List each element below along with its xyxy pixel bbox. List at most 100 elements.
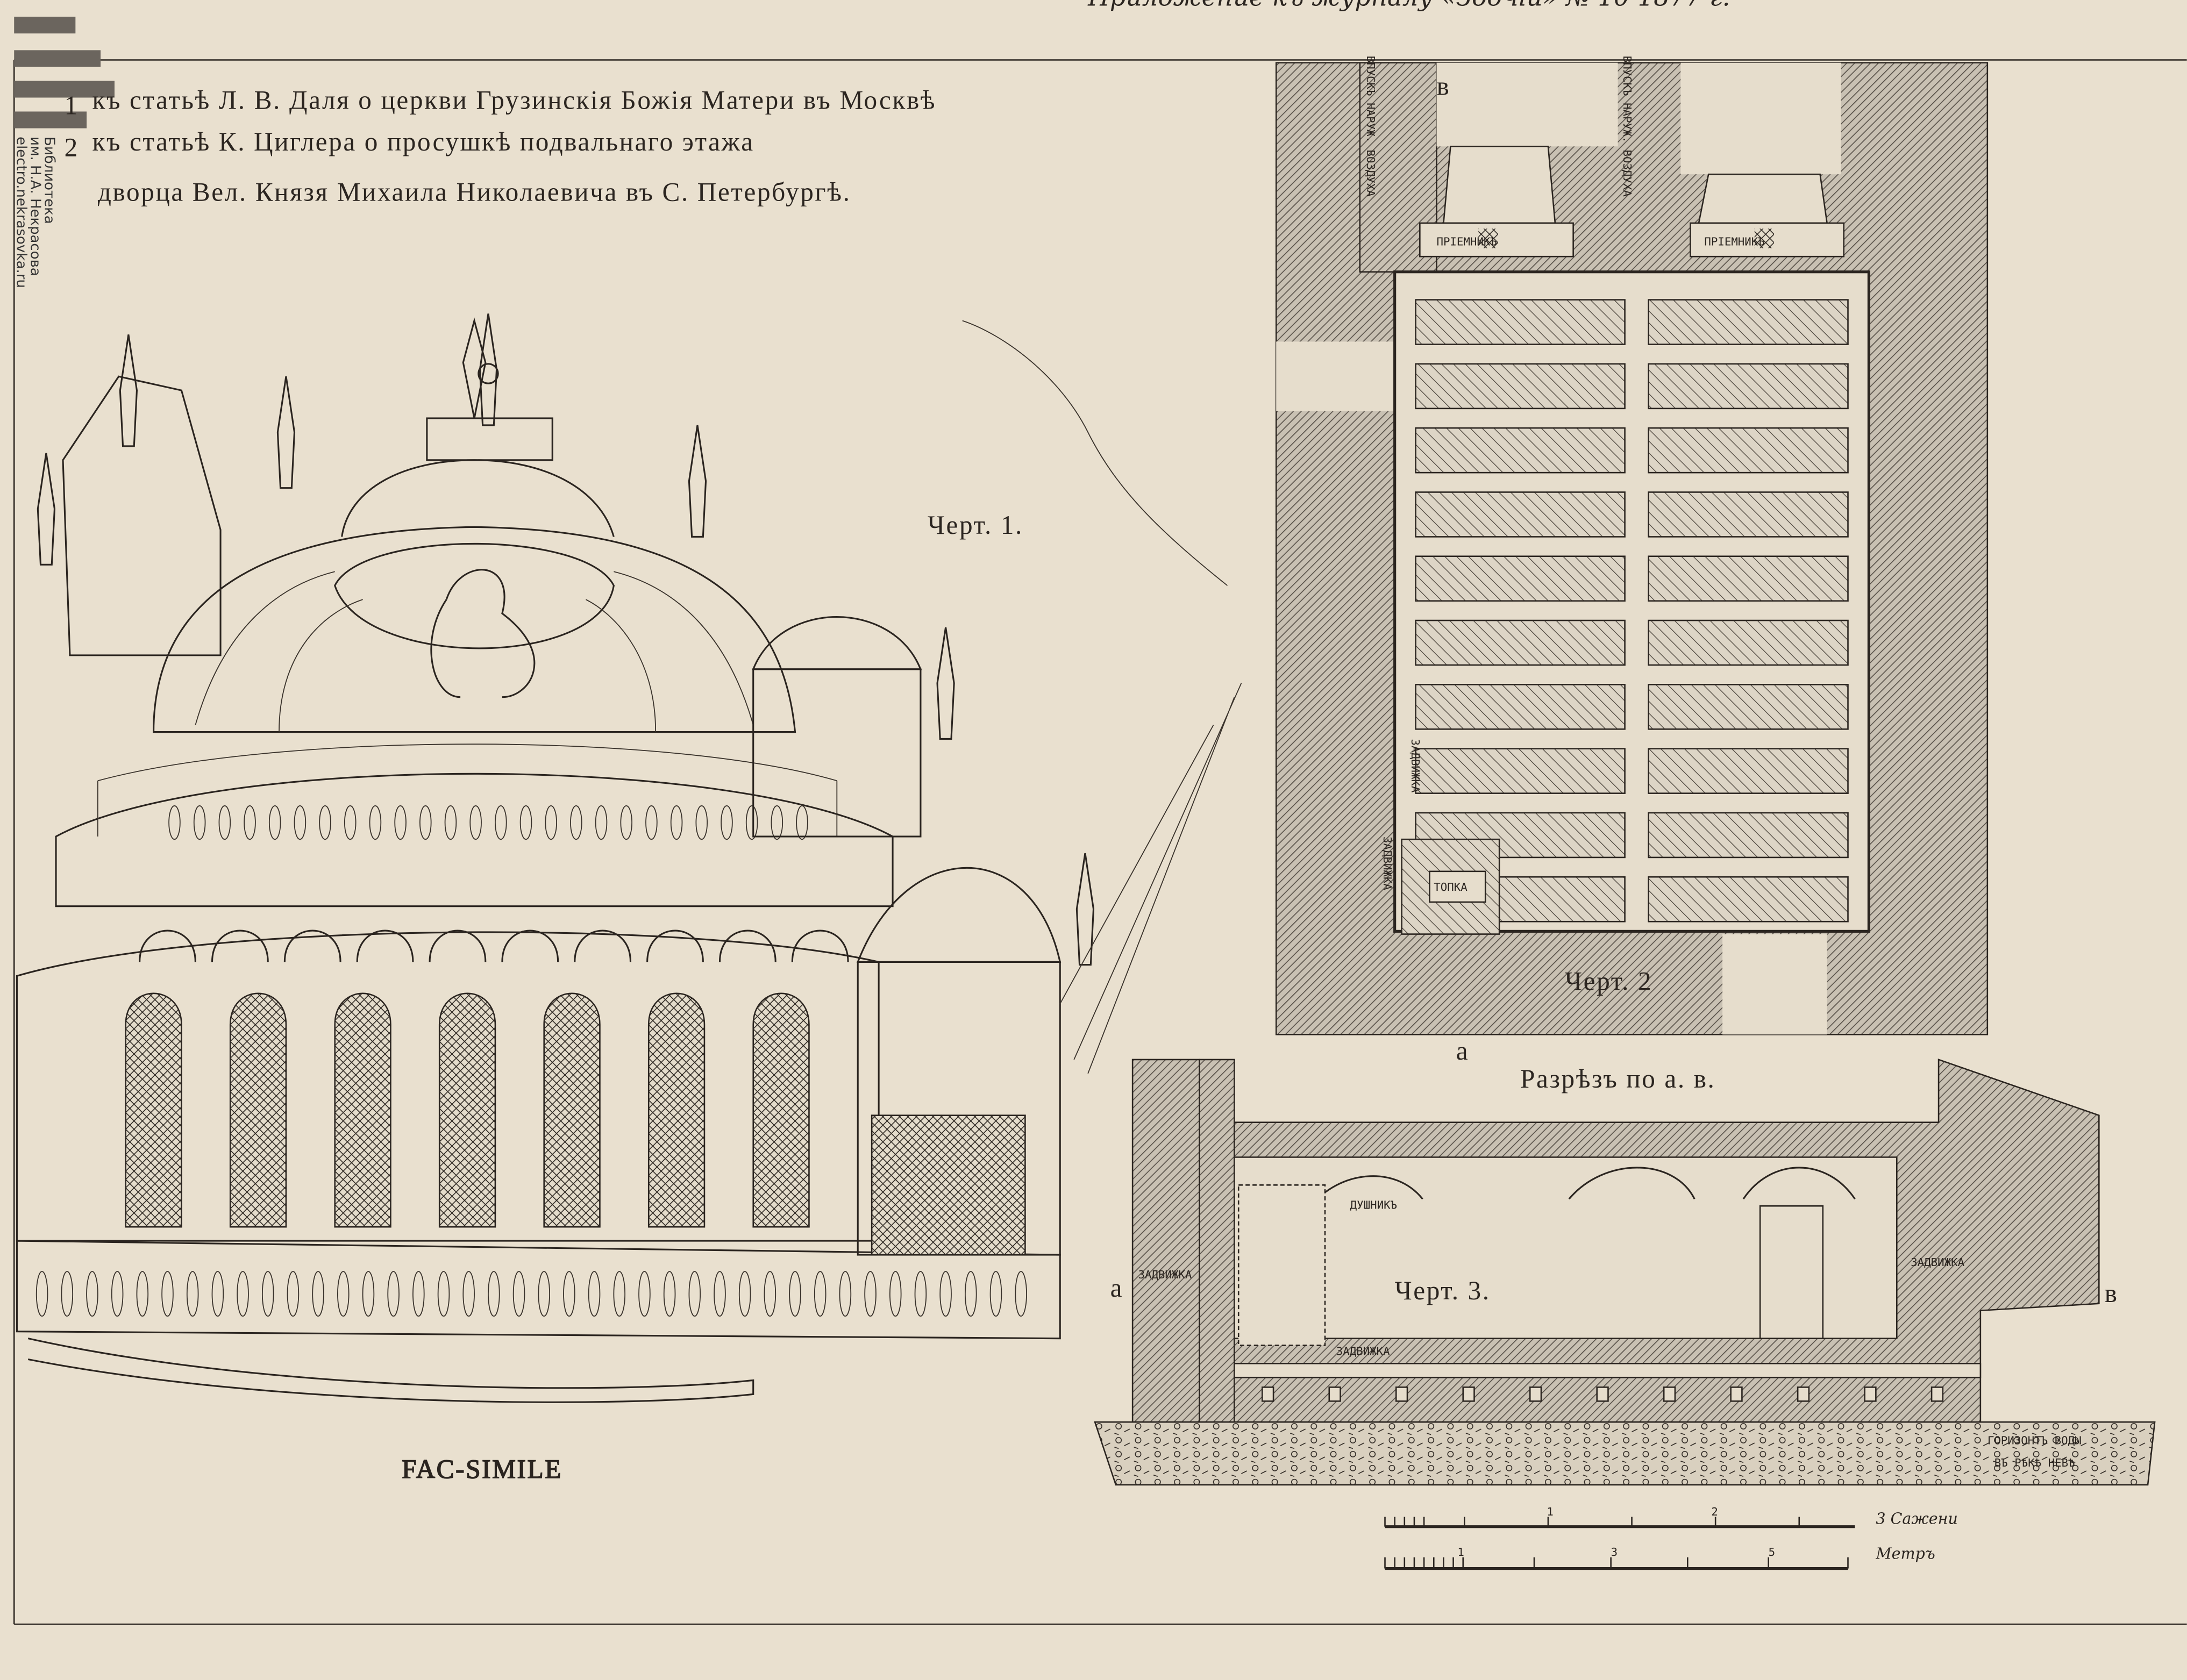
duct-row [1415, 619, 1626, 666]
baluster [570, 805, 582, 840]
receiver-left-label: ПРІЕМНИКЪ [1436, 235, 1497, 248]
baluster [512, 1271, 525, 1317]
duct-row [1415, 363, 1626, 410]
baluster [796, 805, 808, 840]
baluster [193, 805, 206, 840]
duct-row [1415, 555, 1626, 602]
stamp-line-1: Библиотека [41, 137, 57, 224]
intake-right-label: ВПУСКЪ НАРУЖ. ВОЗДУХА [1621, 56, 1634, 197]
library-stamp: Библиотека им. Н.А. Некрасова electro.ne… [13, 17, 115, 288]
baluster [864, 1271, 877, 1317]
baluster [914, 1271, 927, 1317]
arch [356, 930, 414, 962]
baluster [462, 1271, 475, 1317]
floor-duct [1730, 1386, 1743, 1402]
arch [211, 930, 269, 962]
baluster [237, 1271, 249, 1317]
scale-bars: 1 2 3 Сажени 1 3 5 Метръ [1384, 1505, 1958, 1570]
baluster [939, 1271, 952, 1317]
baluster [369, 805, 382, 840]
spire [936, 627, 955, 740]
baluster [312, 1271, 324, 1317]
baluster [620, 805, 633, 840]
baluster [161, 1271, 174, 1317]
floor-duct [1864, 1386, 1877, 1402]
baluster [519, 805, 532, 840]
baluster [814, 1271, 827, 1317]
baluster [545, 805, 557, 840]
section-damper-right: ЗАДВИЖКА [1911, 1256, 1964, 1269]
spire [688, 425, 707, 538]
arch [283, 930, 341, 962]
sazhen-tick-1: 1 [1547, 1505, 1553, 1518]
floor-duct [1262, 1386, 1274, 1402]
baluster [695, 805, 708, 840]
baluster [136, 1271, 149, 1317]
baluster [638, 1271, 651, 1317]
baluster [538, 1271, 550, 1317]
baluster [412, 1271, 425, 1317]
baluster [111, 1271, 124, 1317]
spire [119, 334, 138, 447]
arch [574, 930, 632, 962]
baluster [394, 805, 407, 840]
section-point-b: в [2105, 1278, 2119, 1308]
baluster [745, 805, 758, 840]
baluster [186, 1271, 199, 1317]
section-point-a: а [1110, 1273, 1123, 1303]
spire [37, 453, 56, 566]
caption-line-2: къ статьѣ К. Циглера о просушкѣ подвальн… [92, 127, 754, 156]
baluster [211, 1271, 224, 1317]
journal-header: Приложение къ журналу «Зодчій» № 10 1877… [1087, 0, 1730, 12]
firebox-label: ТОПКА [1434, 881, 1468, 893]
baluster [344, 805, 357, 840]
baluster [965, 1271, 977, 1317]
baluster [469, 805, 482, 840]
baluster [1015, 1271, 1027, 1317]
baluster [714, 1271, 726, 1317]
baluster [294, 805, 307, 840]
caption-number-2: 2 [65, 132, 79, 162]
duct-row [1648, 555, 1849, 602]
stamp-line-2: им. Н.А. Некрасова [27, 137, 43, 276]
baluster [268, 805, 281, 840]
duct-row [1648, 619, 1849, 666]
meter-tick-1: 1 [1457, 1546, 1464, 1559]
spire [479, 313, 498, 426]
lattice-window [229, 992, 287, 1228]
duct-row [1415, 748, 1626, 794]
baluster [419, 805, 432, 840]
lattice-window [647, 992, 706, 1228]
arch [646, 930, 704, 962]
baluster [362, 1271, 375, 1317]
duct-row [1415, 491, 1626, 538]
facsimile-label: FAC-SIMILE [402, 1454, 562, 1484]
baluster [889, 1271, 902, 1317]
duct-row [1648, 299, 1849, 345]
baluster [35, 1271, 48, 1317]
section-damper-low: ЗАДВИЖКА [1336, 1345, 1390, 1358]
plan-damper-label: ЗАДВИЖКА [1409, 739, 1422, 792]
baluster [61, 1271, 74, 1317]
floor-duct [1529, 1386, 1542, 1402]
water-level-line2: ВЪ РѢКѢ НЕВѢ [1994, 1456, 2075, 1469]
intake-left-label: ВПУСКЪ НАРУЖ. ВОЗДУХА [1364, 56, 1377, 197]
baluster [563, 1271, 575, 1317]
baluster [337, 1271, 350, 1317]
duct-row [1648, 491, 1849, 538]
arch [429, 930, 487, 962]
arch [139, 930, 196, 962]
baluster [989, 1271, 1002, 1317]
sazhen-label: 3 Сажени [1876, 1510, 1957, 1528]
duct-row [1415, 427, 1626, 474]
baluster [495, 805, 507, 840]
meter-tick-5: 5 [1769, 1546, 1775, 1559]
baluster [244, 805, 256, 840]
duct-row [1648, 427, 1849, 474]
floor-duct [1663, 1386, 1676, 1402]
floor-duct [1328, 1386, 1341, 1402]
floor-duct [1930, 1386, 1944, 1402]
baluster [595, 805, 608, 840]
section-damper-left: ЗАДВИЖКА [1138, 1268, 1192, 1281]
